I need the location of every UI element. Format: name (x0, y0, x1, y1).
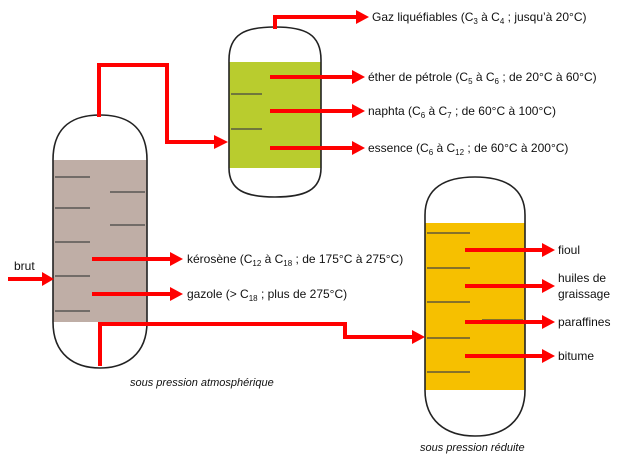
essence-label: essence (C6 à C12 ; de 60°C à 200°C) (368, 141, 568, 157)
overhead-arrowhead (214, 135, 228, 149)
gas-arrowhead (356, 10, 369, 24)
gazole-arrowhead (170, 287, 183, 301)
kerosene-label: kérosène (C12 à C18 ; de 175°C à 275°C) (187, 252, 403, 268)
naphta-arrowhead (352, 104, 365, 118)
huiles-label-line2: graissage (558, 287, 610, 301)
atmospheric-column-fill (53, 160, 147, 322)
gazole-label: gazole (> C18 ; plus de 275°C) (187, 287, 347, 303)
essence-arrowhead (352, 141, 365, 155)
fioul-arrowhead (542, 243, 555, 257)
light-column-fill (229, 62, 321, 168)
gas-pipe (273, 15, 356, 29)
overhead-pipe (97, 63, 214, 144)
vacuum-caption: sous pression réduite (420, 442, 525, 454)
brut-label: brut (14, 259, 35, 273)
gaz-label: Gaz liquéfiables (C3 à C4 ; jusqu’à 20°C… (372, 10, 586, 26)
huiles-label-line1: huiles de (558, 271, 606, 285)
paraffines-arrowhead (542, 315, 555, 329)
bitume-label: bitume (558, 349, 594, 363)
arrowheads (42, 10, 555, 363)
residue-arrowhead (412, 330, 425, 344)
ether-arrowhead (352, 70, 365, 84)
kerosene-arrowhead (170, 252, 183, 266)
fioul-label: fioul (558, 243, 580, 257)
atmospheric-caption: sous pression atmosphérique (130, 377, 274, 389)
huiles-arrowhead (542, 279, 555, 293)
feed-arrowhead (42, 272, 54, 286)
paraffines-label: paraffines (558, 315, 610, 329)
bitume-arrowhead (542, 349, 555, 363)
residue-pipe (98, 322, 412, 366)
ether-label: éther de pétrole (C5 à C6 ; de 20°C à 60… (368, 70, 597, 86)
vacuum-column (424, 176, 526, 437)
naphta-label: naphta (C6 à C7 ; de 60°C à 100°C) (368, 104, 556, 120)
pipes (8, 15, 542, 366)
